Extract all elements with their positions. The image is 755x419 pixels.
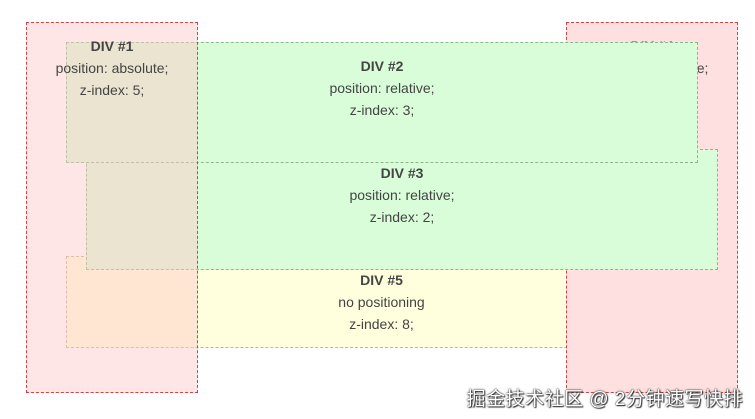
- watermark-text: 掘金技术社区 @ 2分钟速写快排: [466, 389, 743, 410]
- div5-zindex: z-index: 8;: [349, 316, 414, 332]
- div2-box: DIV #2 position: relative; z-index: 3;: [66, 42, 698, 163]
- div5-position: no positioning: [338, 294, 425, 310]
- div2-position: position: relative;: [329, 80, 435, 96]
- div2-zindex: z-index: 3;: [349, 102, 415, 118]
- div3-position: position: relative;: [349, 187, 455, 203]
- div3-zindex: z-index: 2;: [369, 209, 435, 225]
- div1-title: DIV #1: [90, 38, 134, 54]
- div1-zindex: z-index: 5;: [79, 82, 145, 98]
- div3-title: DIV #3: [380, 165, 424, 181]
- div2-title: DIV #2: [360, 58, 404, 74]
- div1-box: DIV #1 position: absolute; z-index: 5;: [26, 22, 198, 393]
- div5-title: DIV #5: [360, 272, 403, 288]
- div1-position: position: absolute;: [55, 60, 169, 76]
